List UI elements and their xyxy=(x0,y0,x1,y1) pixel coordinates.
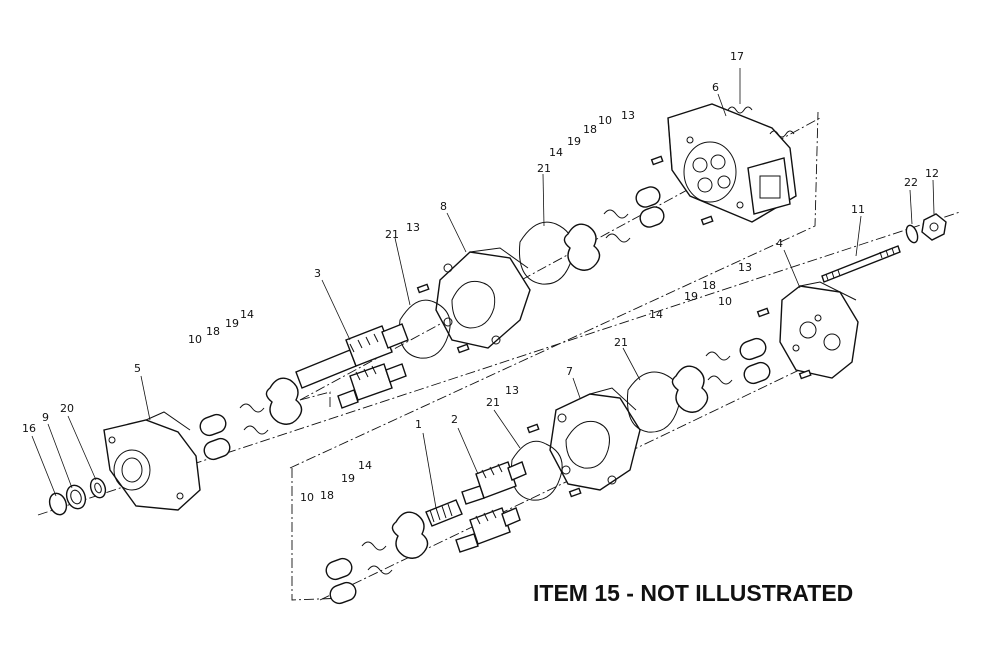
callout-10-lower-right: 10 xyxy=(718,295,732,308)
idler-gear-upper xyxy=(337,363,407,409)
part-7-gear-housing xyxy=(549,387,641,491)
part-18-19-seals xyxy=(239,209,733,575)
part-1-coupling xyxy=(425,499,463,527)
callout-14-top: 14 xyxy=(549,146,563,159)
callout-21-lower: 21 xyxy=(486,396,500,409)
callout-13-mid-left: 13 xyxy=(406,221,420,234)
part-2-gear xyxy=(461,461,527,505)
callout-18-lower: 18 xyxy=(320,489,334,502)
callout-1: 1 xyxy=(415,418,422,431)
callout-21-mid: 21 xyxy=(385,228,399,241)
callout-14-left: 14 xyxy=(240,308,254,321)
part-12-nut xyxy=(921,213,947,241)
callout-19-top: 19 xyxy=(567,135,581,148)
part-8-gear-housing xyxy=(435,247,531,349)
callout-6: 6 xyxy=(712,81,719,94)
part-22-washer xyxy=(905,224,919,244)
callout-22: 22 xyxy=(904,176,918,189)
callout-13-lower: 13 xyxy=(505,384,519,397)
callout-19-lower: 19 xyxy=(341,472,355,485)
callout-8: 8 xyxy=(440,200,447,213)
part-6-rear-cover xyxy=(667,103,797,223)
callout-18-top: 18 xyxy=(583,123,597,136)
callout-10-upper-left: 10 xyxy=(188,333,202,346)
not-illustrated-caption: ITEM 15 - NOT ILLUSTRATED xyxy=(533,580,853,606)
part-9-shaft-seal xyxy=(65,484,87,510)
callout-14-lower: 14 xyxy=(358,459,372,472)
part-5-mounting-flange xyxy=(103,411,201,511)
callout-5: 5 xyxy=(134,362,141,375)
part-13-dowel-pins xyxy=(416,155,812,498)
part-10-bushings xyxy=(199,186,771,605)
callout-7: 7 xyxy=(566,365,573,378)
part-4-front-plate xyxy=(779,281,859,379)
part-20-seal-ring xyxy=(89,477,107,499)
callout-18-right: 18 xyxy=(702,279,716,292)
part-3-drive-gear-shaft xyxy=(295,323,409,389)
part-16-retaining-ring xyxy=(48,492,68,516)
callout-13-mid-right: 13 xyxy=(738,261,752,274)
callout-19-right: 19 xyxy=(684,290,698,303)
callout-11: 11 xyxy=(851,203,865,216)
callout-10-lower-left: 10 xyxy=(300,491,314,504)
callout-17: 17 xyxy=(730,50,744,63)
callout-21-top: 21 xyxy=(537,162,551,175)
callout-4: 4 xyxy=(776,237,783,250)
callout-21-right: 21 xyxy=(614,336,628,349)
callout-2: 2 xyxy=(451,413,458,426)
callout-leader-lines xyxy=(31,68,935,509)
callout-9: 9 xyxy=(42,411,49,424)
idler-gear-lower xyxy=(455,507,521,553)
callout-12: 12 xyxy=(925,167,939,180)
callout-20: 20 xyxy=(60,402,74,415)
callout-14-right: 14 xyxy=(649,308,663,321)
callout-16: 16 xyxy=(22,422,36,435)
callout-labels: 1 2 3 4 5 6 7 8 9 10 10 10 10 11 12 13 1… xyxy=(22,50,939,504)
part-21-gaskets xyxy=(398,221,681,501)
part-14-wear-plates xyxy=(265,223,709,559)
callout-3: 3 xyxy=(314,267,321,280)
callout-10-upper-right: 10 xyxy=(598,114,612,127)
callout-19-left: 19 xyxy=(225,317,239,330)
callout-18-left: 18 xyxy=(206,325,220,338)
part-11-stud xyxy=(821,245,901,283)
part-17-spring-pins xyxy=(727,106,795,138)
callout-13-top: 13 xyxy=(621,109,635,122)
